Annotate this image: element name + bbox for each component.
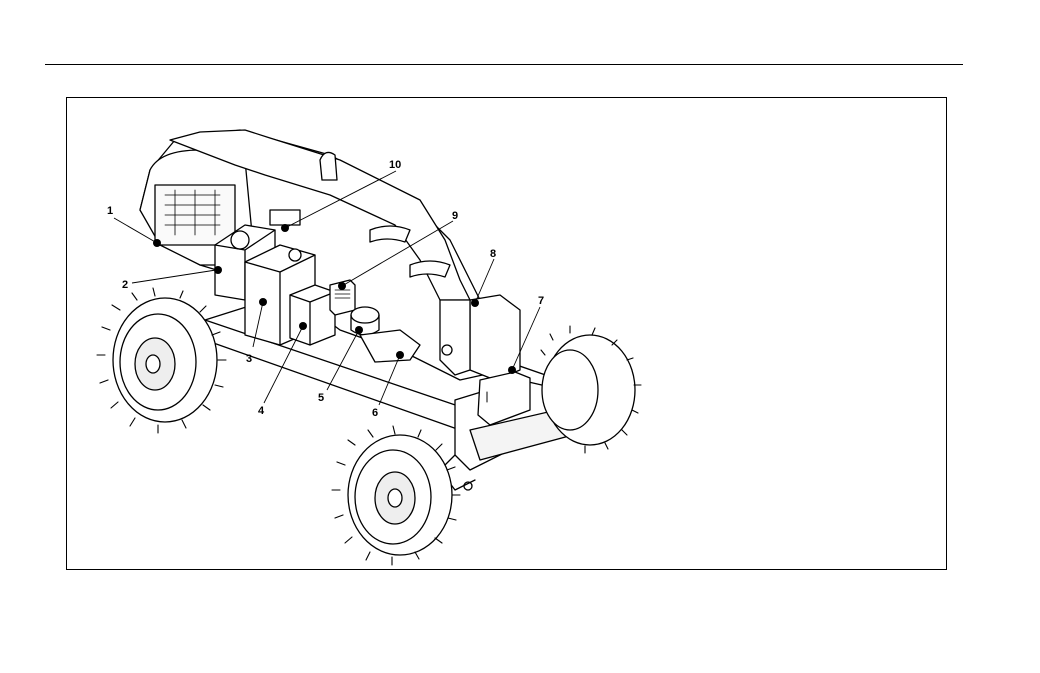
callout-dot-2 <box>214 266 222 274</box>
leader-line-2 <box>132 270 216 283</box>
callout-label-7: 7 <box>538 295 544 307</box>
callout-label-9: 9 <box>452 210 458 222</box>
callout-label-6: 6 <box>372 407 378 419</box>
callout-dot-10 <box>281 224 289 232</box>
callout-label-1: 1 <box>107 205 113 217</box>
callout-dot-6 <box>396 351 404 359</box>
callout-label-4: 4 <box>258 405 265 417</box>
callout-dot-1 <box>153 239 161 247</box>
rear-wheel <box>97 288 226 433</box>
filter <box>351 307 379 323</box>
callout-label-5: 5 <box>318 392 324 404</box>
callout-label-8: 8 <box>490 248 496 260</box>
callout-label-3: 3 <box>246 353 252 365</box>
front-wheel <box>332 426 460 565</box>
callout-dot-4 <box>299 322 307 330</box>
callout-dot-8 <box>471 299 479 307</box>
callout-label-10: 10 <box>389 159 401 171</box>
callout-dot-9 <box>338 282 346 290</box>
callout-dot-7 <box>508 366 516 374</box>
callout-dot-5 <box>355 326 363 334</box>
callout-label-2: 2 <box>122 279 128 291</box>
callout-dot-3 <box>259 298 267 306</box>
